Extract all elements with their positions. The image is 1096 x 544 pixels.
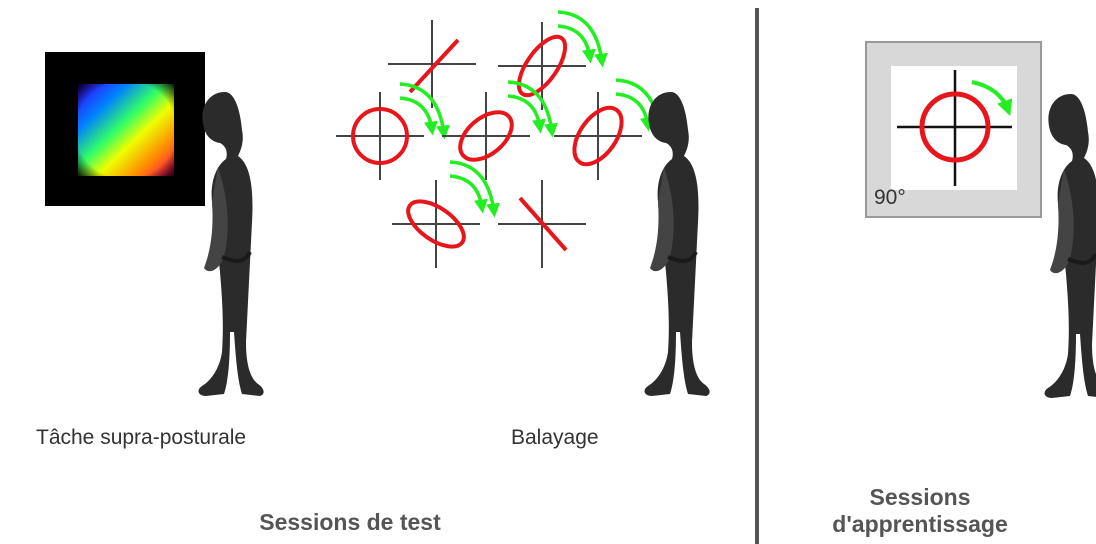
ellipse-target-icon xyxy=(553,80,660,181)
circle-target-icon xyxy=(335,84,444,181)
person-silhouette-icon xyxy=(642,90,712,398)
ellipse-target-icon xyxy=(441,82,552,181)
learning-title-line1: Sessions xyxy=(869,484,971,510)
circle-target-icon xyxy=(919,91,991,163)
person-silhouette-icon xyxy=(1042,92,1096,400)
learning-target-frame xyxy=(865,41,1042,218)
gradient-square-icon xyxy=(45,52,205,206)
learning-sessions-title: Sessions d'apprentissage xyxy=(820,484,1020,538)
crosshair-line-icon xyxy=(497,179,587,269)
learning-title-line2: d'apprentissage xyxy=(832,511,1008,537)
test-sessions-title: Sessions de test xyxy=(259,509,441,535)
rotation-arrow-icon xyxy=(971,80,1013,117)
sweep-label: Balayage xyxy=(511,426,599,449)
task-label: Tâche supra-posturale xyxy=(36,426,247,449)
person-silhouette-icon xyxy=(196,90,266,398)
sweep-targets xyxy=(335,12,660,269)
angle-label: 90° xyxy=(874,186,906,209)
crosshair-line-icon xyxy=(387,19,477,109)
ellipse-target-icon xyxy=(497,12,602,111)
ellipse-target-icon xyxy=(391,162,494,269)
